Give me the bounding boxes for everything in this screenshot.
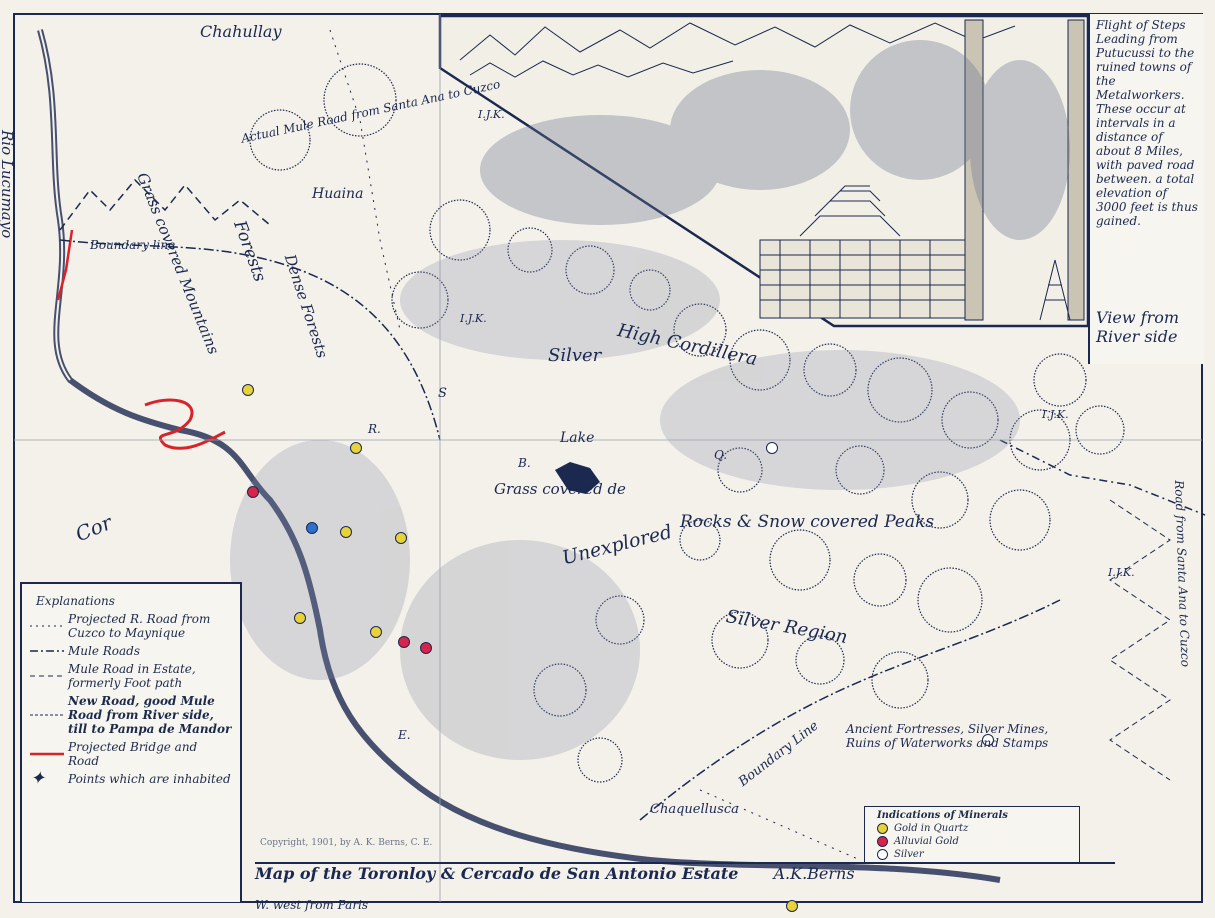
gold-marker bbox=[350, 442, 362, 454]
label-huaina: Huaina bbox=[312, 186, 364, 202]
label-ancient-fortresses: Ancient Fortresses, Silver Mines, Ruins … bbox=[846, 722, 1049, 750]
map-title-bar: Map of the Toronloy & Cercado de San Ant… bbox=[255, 862, 1115, 896]
label-ijk-mid: I.J.K. bbox=[460, 312, 487, 325]
label-chaquellusca: Chaquellusca bbox=[650, 802, 739, 817]
inset-caption: Flight of Steps Leading from Putucussi t… bbox=[1096, 18, 1198, 228]
label-silver: Silver bbox=[548, 345, 602, 366]
projected-bridge-symbol bbox=[30, 747, 68, 761]
label-letter-e: E. bbox=[398, 728, 411, 742]
legend-row: Mule Road in Estate, formerly Foot path bbox=[30, 662, 232, 690]
new-road-symbol bbox=[30, 708, 68, 722]
inset-caption-panel: Flight of Steps Leading from Putucussi t… bbox=[1088, 14, 1204, 364]
projected-road-symbol bbox=[30, 619, 68, 633]
alluvial-gold-dot bbox=[877, 836, 888, 847]
mineral-text: Silver bbox=[894, 849, 924, 860]
inset-title: View from River side bbox=[1096, 308, 1180, 346]
label-letter-s: S bbox=[438, 386, 447, 401]
legend-row: Projected R. Road from Cuzco to Maynique bbox=[30, 612, 232, 640]
label-rocks-snow: Rocks & Snow covered Peaks bbox=[680, 512, 935, 532]
legend-text: Projected R. Road from Cuzco to Maynique bbox=[68, 612, 211, 640]
minerals-legend: Indications of Minerals Gold in Quartz A… bbox=[864, 806, 1080, 864]
gold-marker bbox=[242, 384, 254, 396]
legend: Explanations Projected R. Road from Cuzc… bbox=[20, 582, 242, 902]
legend-row: ✦ Points which are inhabited bbox=[30, 768, 232, 789]
legend-heading: Explanations bbox=[36, 594, 115, 608]
metal-lead-marker bbox=[306, 522, 318, 534]
silver-marker bbox=[766, 442, 778, 454]
label-letter-r: R. bbox=[368, 422, 381, 436]
inhabited-star-icon: ✦ bbox=[30, 768, 46, 789]
mule-road-estate-symbol bbox=[30, 669, 68, 683]
alluvial-gold-marker bbox=[420, 642, 432, 654]
legend-text: Mule Road in Estate, formerly Foot path bbox=[68, 662, 196, 690]
mineral-row: Alluvial Gold bbox=[877, 835, 1079, 848]
label-chahullay: Chahullay bbox=[200, 22, 282, 41]
mineral-text: Gold in Quartz bbox=[894, 823, 969, 834]
label-grass-covered-de: Grass covered de bbox=[494, 480, 626, 498]
label-boundary-nw: Boundary line bbox=[90, 238, 176, 252]
legend-text: Points which are inhabited bbox=[68, 772, 231, 786]
label-letter-q: Q. bbox=[714, 448, 728, 462]
mineral-row: Silver bbox=[877, 848, 1079, 861]
meridian-note: W. west from Paris bbox=[255, 898, 369, 912]
mineral-row: Gold in Quartz bbox=[877, 822, 1079, 835]
gold-marker bbox=[340, 526, 352, 538]
legend-row: New Road, good Mule Road from River side… bbox=[30, 694, 232, 736]
mineral-text: Alluvial Gold bbox=[894, 836, 959, 847]
label-ijk-top: I.J.K. bbox=[478, 108, 505, 121]
map-author: A.K.Berns bbox=[773, 864, 855, 883]
legend-text: Mule Roads bbox=[68, 644, 141, 658]
label-lake: Lake bbox=[560, 430, 595, 446]
gold-marker bbox=[395, 532, 407, 544]
label-ijk-far-east: I.J.K. bbox=[1108, 566, 1135, 579]
silver-marker bbox=[982, 734, 994, 746]
silver-dot bbox=[877, 849, 888, 860]
copyright: Copyright, 1901, by A. K. Berns, C. E. bbox=[260, 838, 433, 848]
label-ijk-east: I.J.K. bbox=[1042, 408, 1069, 421]
mule-road-symbol bbox=[30, 644, 68, 658]
gold-marker bbox=[294, 612, 306, 624]
label-letter-b: B. bbox=[518, 456, 531, 470]
legend-text: Projected Bridge and Road bbox=[68, 740, 198, 768]
map-title: Map of the Toronloy & Cercado de San Ant… bbox=[255, 864, 739, 883]
legend-row: Projected Bridge and Road bbox=[30, 740, 232, 768]
gold-marker bbox=[370, 626, 382, 638]
gold-quartz-dot bbox=[877, 823, 888, 834]
minerals-heading: Indications of Minerals bbox=[877, 810, 1008, 821]
label-river-lucumayo: Rio Lucumayo bbox=[0, 130, 16, 239]
legend-text: New Road, good Mule Road from River side… bbox=[68, 694, 232, 736]
alluvial-gold-marker bbox=[247, 486, 259, 498]
legend-row: Mule Roads bbox=[30, 644, 232, 658]
gold-marker bbox=[786, 900, 798, 912]
alluvial-gold-marker bbox=[398, 636, 410, 648]
